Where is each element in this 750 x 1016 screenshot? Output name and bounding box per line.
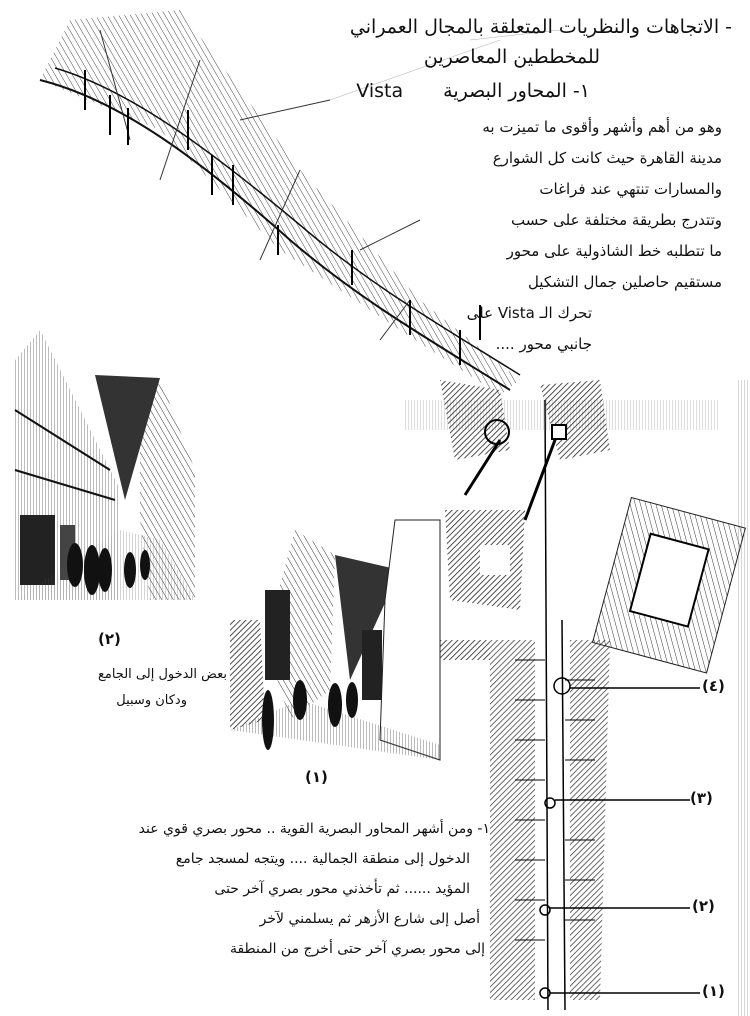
heading-line-1: - الاتجاهات والنظريات المتعلقة بالمجال ا…	[349, 16, 732, 38]
text-line: وتتدرج بطريقة مختلفة على حسب	[510, 211, 722, 229]
text-line: ودكان وسبيل	[116, 693, 187, 708]
intro-paragraph: وهو من أهم وأشهر وأقوى ما تميزت به مدينة…	[467, 112, 722, 360]
text-line: الدخول إلى منطقة الجمالية .... ويتجه لمس…	[175, 851, 470, 867]
text-line: وهو من أهم وأشهر وأقوى ما تميزت به	[482, 118, 722, 136]
plan-label-2: (٢)	[692, 897, 715, 915]
text-line: تحرك الـ Vista على	[466, 304, 592, 322]
text-line: أصل إلى شارع الأزهر ثم يسلمني لآخر	[259, 911, 480, 927]
perspective-sketch-left	[14, 330, 195, 600]
plan-label-3: (٣)	[690, 789, 713, 807]
bottom-paragraph: ١- ومن أشهر المحاور البصرية القوية .. مح…	[139, 814, 490, 964]
text-line: ١- ومن أشهر المحاور البصرية القوية .. مح…	[138, 821, 490, 837]
text-line: بعض الدخول إلى الجامع	[97, 667, 227, 682]
plan-label-4: (٤)	[702, 677, 725, 695]
text-line: إلى محور بصري آخر حتى أخرج من المنطقة	[229, 941, 485, 957]
text-line: جانبي محور ....	[495, 335, 592, 353]
text-line: المؤيد ...... ثم تأخذني محور بصري آخر حت…	[214, 881, 470, 897]
street-plan-diagonal	[39, 10, 561, 395]
sketch-left-number: (٢)	[98, 630, 121, 648]
text-line: مستقيم حاصلين جمال التشكيل	[527, 273, 722, 291]
text-line: ما تتطلبه خط الشاذولية على محور	[506, 242, 722, 260]
text-line: والمسارات تنتهي عند فراغات	[539, 180, 722, 198]
section-title-latin: Vista	[356, 80, 404, 102]
plan-label-1: (١)	[702, 982, 725, 1000]
sketch-middle-number: (١)	[305, 768, 328, 786]
plan-sketch-right	[405, 380, 750, 1016]
section-title-row: ١- المحاور البصرية Vista	[356, 80, 590, 102]
text-line: مدينة القاهرة حيث كانت كل الشوارع	[492, 149, 722, 167]
perspective-sketch-middle	[230, 519, 441, 761]
heading-line-2: للمخططين المعاصرين	[423, 46, 600, 68]
section-title: ١- المحاور البصرية	[443, 80, 590, 102]
sketch-left-caption: بعض الدخول إلى الجامع ودكان وسبيل	[12, 662, 227, 714]
